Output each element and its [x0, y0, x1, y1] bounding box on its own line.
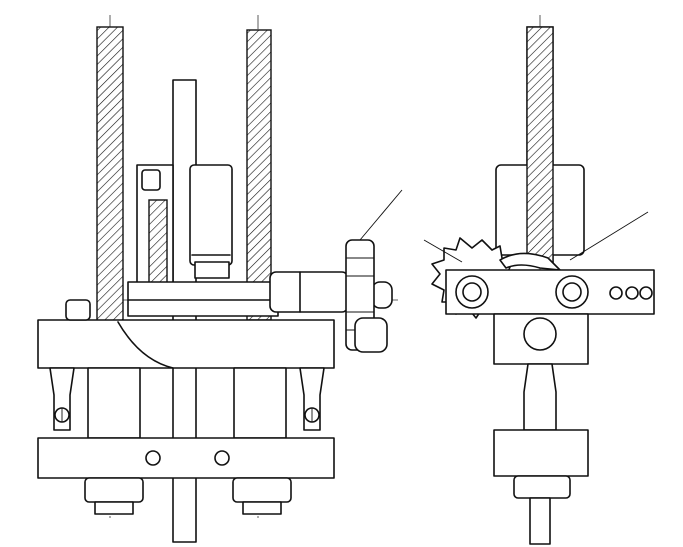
motor-housing-foot	[194, 261, 230, 279]
right-leg	[233, 367, 287, 439]
side-lever-hole-left-inner	[462, 282, 482, 302]
side-lower-block	[493, 429, 589, 477]
side-lever-screw-2	[625, 286, 639, 300]
bottom-nut-left-base	[94, 501, 134, 515]
lower-plate-hole-right	[214, 450, 230, 466]
side-lower-nut	[513, 475, 571, 499]
motor-housing	[189, 164, 233, 266]
left-bracket-section	[148, 199, 168, 291]
lower-plate-hole-left	[145, 450, 161, 466]
bottom-nut-left	[84, 477, 144, 503]
leader-line-side-gear	[423, 239, 463, 263]
leader-line-front	[359, 189, 403, 241]
side-lever-hole-right-inner	[562, 282, 582, 302]
side-upper-block-boss	[523, 317, 557, 351]
upper-plate	[37, 319, 335, 369]
front-view	[37, 15, 403, 543]
side-lever-screw-3	[639, 286, 653, 300]
top-screw	[65, 299, 91, 321]
side-lever-hole-right	[555, 275, 589, 309]
upper-plate-cutaway	[117, 321, 174, 369]
side-lever-hole-left	[455, 275, 489, 309]
right-clamp-screw	[299, 367, 325, 431]
side-lever-screw-1	[609, 286, 623, 300]
drive-shaft-tip	[371, 281, 393, 309]
left-clamp-screw	[49, 367, 75, 431]
bottom-nut-right	[232, 477, 292, 503]
drive-block	[127, 281, 279, 317]
drive-shaft	[269, 271, 349, 313]
left-guide-column	[96, 26, 124, 326]
left-bracket-cap	[141, 169, 161, 191]
right-guide-column	[246, 29, 272, 321]
lower-plate	[37, 437, 335, 479]
side-view	[423, 15, 655, 545]
bottom-nut-right-base	[242, 501, 282, 515]
side-bottom-rod	[529, 497, 551, 545]
lower-nut	[354, 317, 388, 353]
side-pawl	[499, 252, 561, 271]
left-leg	[87, 367, 141, 439]
leader-line-side	[569, 211, 649, 261]
side-stem	[523, 363, 557, 431]
side-guide-column-front	[526, 26, 554, 266]
